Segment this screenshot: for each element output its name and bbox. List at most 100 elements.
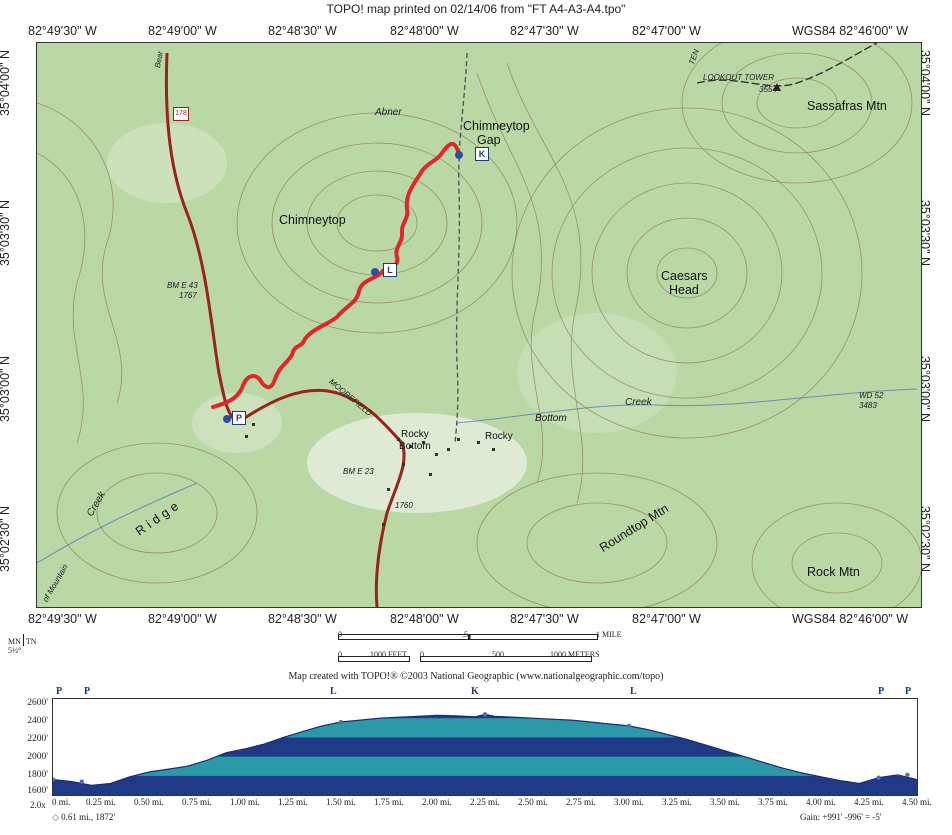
waypoint-l[interactable]: L (383, 263, 397, 277)
lat-left-1: 35°04'00" N (0, 50, 13, 117)
profile-xtick: 2.25 mi. (470, 797, 500, 807)
profile-xtick: 0.50 mi. (134, 797, 164, 807)
profile-xtick: 0.75 mi. (182, 797, 212, 807)
north-declination: 5½° (8, 646, 22, 655)
profile-xtick: 4.00 mi. (806, 797, 836, 807)
village-buildings (245, 423, 495, 526)
profile-xtick: 1.75 mi. (374, 797, 404, 807)
elevation-profile-chart (53, 699, 917, 795)
map-title: TOPO! map printed on 02/14/06 from "FT A… (326, 2, 626, 16)
label-abner: Abner (375, 107, 402, 118)
contour-lines (37, 43, 921, 607)
top-coord-1: 82°49'30" W (28, 24, 97, 38)
profile-waypoint-dot (626, 723, 632, 729)
top-coord-6: 82°47'00" W (632, 24, 701, 38)
scale-mile-0: 0 (338, 630, 342, 639)
label-wd52-elev: 3483 (859, 401, 877, 410)
map-credit: Map created with TOPO!® ©2003 National G… (288, 671, 664, 682)
label-lookout: LOOKOUT TOWER (703, 73, 774, 82)
profile-ytick-6: 1600' (27, 786, 48, 796)
profile-marker-6: P (878, 686, 885, 697)
label-rocky-1: Rocky (401, 429, 429, 440)
scale-m-500: 500 (492, 650, 504, 659)
profile-xtick: 1.50 mi. (326, 797, 356, 807)
profile-waypoint-dot (79, 779, 84, 784)
scale-bar-miles (338, 634, 598, 640)
label-bm-e43: BM E 43 (167, 281, 198, 290)
label-bm-e43-elev: 1767 (179, 291, 197, 300)
profile-cursor-readout: 0.61 mi., 1872' (61, 812, 116, 822)
profile-xtick: 2.00 mi. (422, 797, 452, 807)
waypoint-p[interactable]: P (232, 411, 246, 425)
label-rocky-2: Bottom (399, 441, 431, 452)
elevation-band (53, 756, 917, 776)
profile-x-axis: 0 mi. 0.25 mi. 0.50 mi. 0.75 mi. 1.00 mi. 1.2… (52, 797, 932, 811)
profile-marker-5: L (630, 686, 637, 697)
profile-marker-2: P (84, 686, 91, 697)
label-sassafras: Sassafras Mtn (807, 99, 887, 113)
top-coord-7: WGS84 82°46'00" W (792, 24, 909, 38)
cursor-diamond-icon: ◇ (52, 812, 59, 822)
elevation-profile[interactable] (52, 698, 918, 796)
top-coord-3: 82°48'30" W (268, 24, 337, 38)
label-rocky-3: Rocky (485, 431, 513, 442)
label-lookout-elev: 3554 (759, 85, 777, 94)
top-coord-2: 82°49'00" W (148, 24, 217, 38)
waypoint-k[interactable]: K (475, 147, 489, 161)
label-chimneytop: Chimneytop (279, 213, 346, 227)
scale-bar-meters (420, 656, 592, 662)
map-canvas (37, 43, 921, 607)
profile-cursor: ◇ 0.61 mi., 1872' (52, 812, 115, 823)
profile-xtick: 3.25 mi. (662, 797, 692, 807)
profile-xtick: 3.75 mi. (758, 797, 788, 807)
profile-gain: Gain: +991' -996' = -5' (800, 812, 882, 822)
scale-bar-feet (338, 656, 410, 662)
label-creek-right: Creek (625, 397, 652, 408)
profile-xtick: 0.25 mi. (86, 797, 116, 807)
profile-xtick: 0 mi. (52, 797, 71, 807)
label-rock-mtn: Rock Mtn (807, 565, 860, 579)
top-coord-4: 82°48'00" W (390, 24, 459, 38)
scale-m-0: 0 (420, 650, 424, 659)
profile-waypoint-dot (905, 772, 910, 778)
profile-xtick: 2.75 mi. (566, 797, 596, 807)
label-chimneytop-gap-1: Chimneytop (463, 119, 530, 133)
profile-waypoint-dot (53, 777, 56, 782)
scale-feet: 1000 FEET (370, 650, 408, 659)
trail-route (211, 141, 461, 409)
profile-xtick: 2.50 mi. (518, 797, 548, 807)
profile-ytick-3: 2200' (27, 734, 48, 744)
label-caesars-1: Caesars (661, 269, 708, 283)
profile-marker-3: L (330, 686, 337, 697)
label-bm-e23: BM E 23 (343, 467, 374, 476)
profile-ytick-2: 2400' (27, 716, 48, 726)
scale-mile-1: 1 MILE (596, 630, 622, 639)
scale-meters: 1000 METERS (550, 650, 600, 659)
profile-waypoint-dot (876, 775, 881, 780)
north-tn: TN (25, 637, 37, 646)
profile-ytick-5: 1800' (27, 770, 48, 780)
elevation-band (53, 775, 917, 795)
profile-xtick: 3.00 mi. (614, 797, 644, 807)
bottom-coord-5: 82°47'30" W (510, 612, 579, 626)
bottom-coord-3: 82°48'30" W (268, 612, 337, 626)
profile-vex: 2.0x (30, 800, 46, 810)
north-arrow-icon (22, 634, 24, 646)
label-wd52: WD 52 (859, 391, 884, 400)
profile-xtick: 3.50 mi. (710, 797, 740, 807)
lat-left-4: 35°02'30" N (0, 506, 13, 573)
lat-left-2: 35°03'30" N (0, 200, 13, 267)
topo-map[interactable]: K L P Chimneytop Gap Chimneytop Caesars … (36, 42, 922, 608)
label-1760: 1760 (395, 501, 413, 510)
label-caesars-2: Head (669, 283, 699, 297)
bottom-coord-2: 82°49'00" W (148, 612, 217, 626)
profile-waypoint-dot (482, 712, 488, 717)
bottom-coord-1: 82°49'30" W (28, 612, 97, 626)
profile-marker-7: P (905, 686, 912, 697)
lat-left-3: 35°03'00" N (0, 356, 13, 423)
profile-xtick: 1.25 mi. (278, 797, 308, 807)
profile-xtick: 4.50 mi. (902, 797, 932, 807)
label-chimneytop-gap-2: Gap (477, 133, 501, 147)
profile-xtick: 1.00 mi. (230, 797, 260, 807)
